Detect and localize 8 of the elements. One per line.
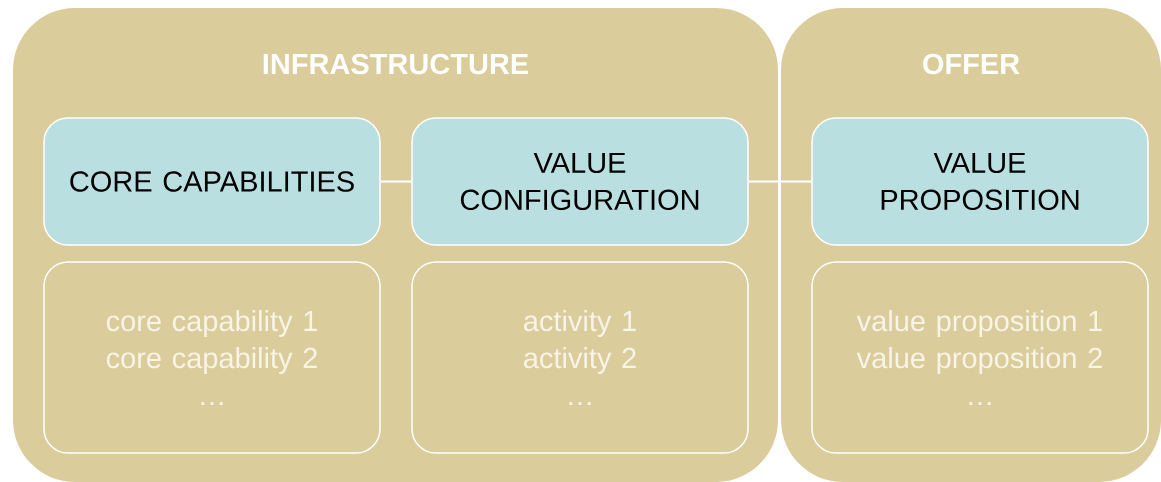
list-box: value proposition 1 value proposition 2 … bbox=[811, 261, 1149, 454]
heading-box: VALUE CONFIGURATION bbox=[411, 117, 749, 246]
heading-box: VALUE PROPOSITION bbox=[811, 117, 1149, 246]
list-box: core capability 1 core capability 2 … bbox=[43, 261, 381, 454]
list-box: activity 1 activity 2 … bbox=[411, 261, 749, 454]
heading-box: CORE CAPABILITIES bbox=[43, 117, 381, 246]
connector-line bbox=[747, 180, 813, 183]
connector-line bbox=[379, 180, 413, 183]
